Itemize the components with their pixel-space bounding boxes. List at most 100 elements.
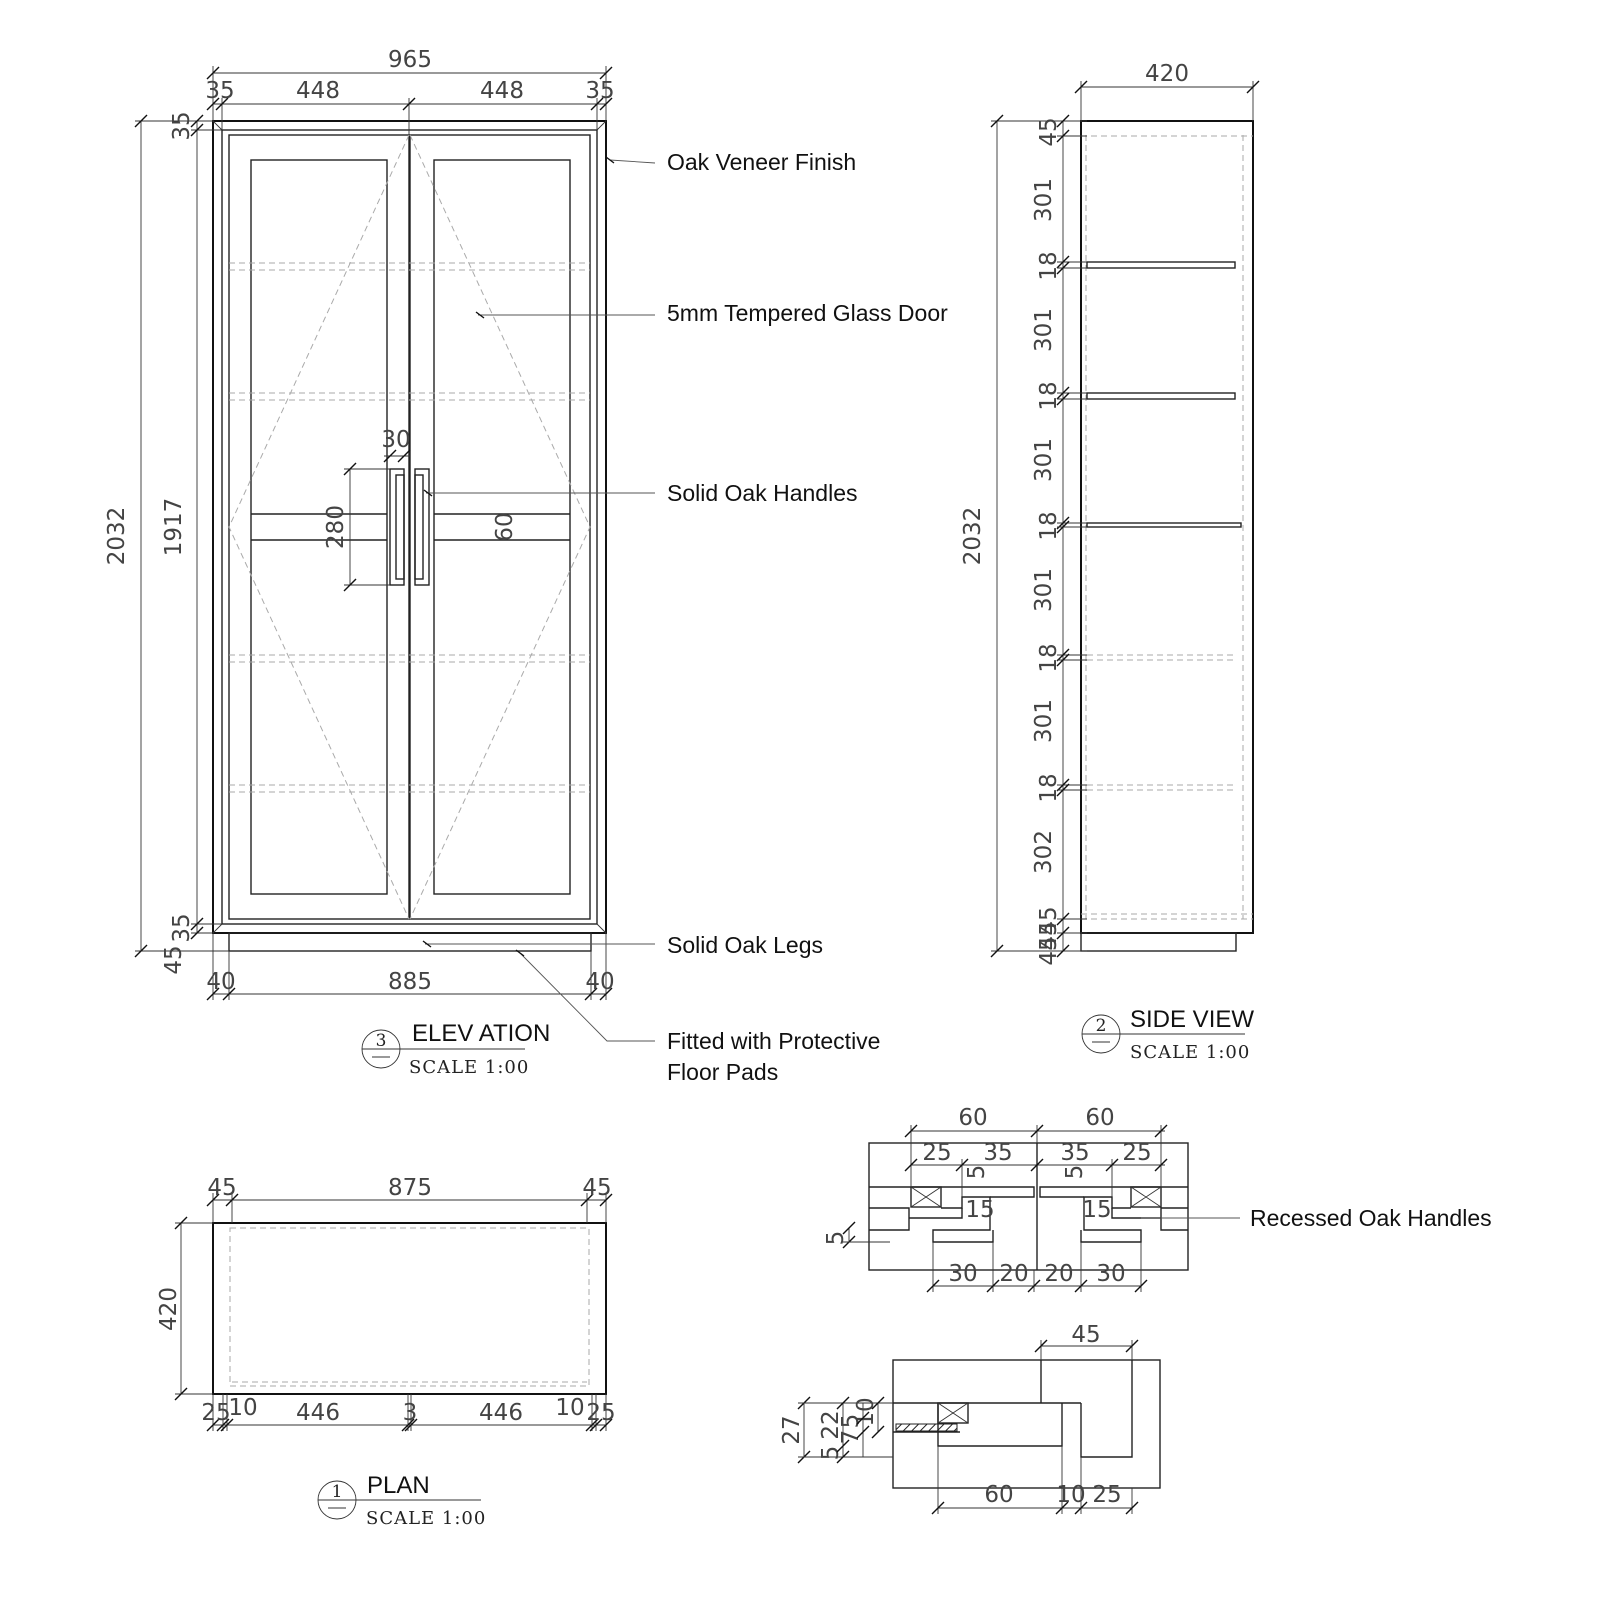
side-shelf-2 bbox=[1086, 392, 1236, 400]
hd-dim-side5: 5 bbox=[823, 1231, 849, 1246]
elevation-scale: SCALE 1:00 bbox=[409, 1057, 529, 1078]
side-legs bbox=[1080, 932, 1237, 952]
side-dim-shelf-3: 18 bbox=[1036, 511, 1062, 540]
elevation-notes: Oak Veneer Finish 5mm Tempered Glass Doo… bbox=[422, 149, 948, 1085]
plan-dim-b7: 25 bbox=[586, 1400, 615, 1426]
side-dim-tick bbox=[1056, 114, 1070, 128]
side-dim-tick bbox=[1056, 648, 1070, 662]
side-dim-shelf-4: 18 bbox=[1036, 643, 1062, 672]
side-dim-bay-3: 301 bbox=[1031, 438, 1057, 482]
plan-dim-depth: 420 bbox=[156, 1287, 182, 1331]
side-dim-bay-2: 301 bbox=[1031, 308, 1057, 352]
note-recessed-handles: Recessed Oak Handles bbox=[1250, 1205, 1492, 1231]
side-dim-tick bbox=[1056, 129, 1070, 143]
hd-dim-b20r: 20 bbox=[1044, 1261, 1073, 1287]
side-dim-bay-1: 301 bbox=[1031, 178, 1057, 222]
dim-bottom-rail: 35 bbox=[169, 913, 195, 942]
note-oak-veneer: Oak Veneer Finish bbox=[667, 149, 856, 175]
ld-dim-v5b: 5 bbox=[838, 1414, 864, 1429]
dim-left-stile: 35 bbox=[205, 78, 234, 104]
elevation-view: 965 35 448 448 35 2032 1917 35 35 45 30 bbox=[104, 47, 615, 1078]
side-dim-bay-4: 301 bbox=[1031, 568, 1057, 612]
left-handle bbox=[389, 468, 405, 586]
hd-dim-l15: 15 bbox=[965, 1197, 994, 1223]
ld-dim-v7: 7 bbox=[838, 1430, 864, 1445]
side-dim-tick bbox=[1056, 912, 1070, 926]
ld-dim-b60: 60 bbox=[984, 1482, 1013, 1508]
elevation-title: ELEV ATION bbox=[412, 1020, 550, 1047]
ld-dim-v5: 5 bbox=[818, 1446, 844, 1461]
ld-dim-v22: 22 bbox=[818, 1410, 844, 1439]
glass-hatch bbox=[895, 1423, 958, 1432]
plan-dim-b6: 10 bbox=[555, 1395, 584, 1421]
side-dim-bottom-c: 45 bbox=[1036, 936, 1062, 965]
dim-leg-span: 885 bbox=[388, 969, 432, 995]
side-dim-bay-6: 302 bbox=[1031, 830, 1057, 874]
side-dim-tick bbox=[1056, 261, 1070, 275]
side-dim-top: 45 bbox=[1036, 117, 1062, 146]
dim-handle-width: 30 bbox=[381, 427, 410, 453]
plan-dim-left: 45 bbox=[207, 1175, 236, 1201]
side-dim-bottom-a: 45 bbox=[1036, 906, 1062, 935]
plan-dim-right: 45 bbox=[582, 1175, 611, 1201]
plan-dim-span: 875 bbox=[388, 1175, 432, 1201]
side-dim-bay-5: 301 bbox=[1031, 699, 1057, 743]
side-shelf-1 bbox=[1086, 261, 1236, 269]
dim-handle-height: 280 bbox=[323, 505, 349, 549]
ld-dim-b10: 10 bbox=[1056, 1482, 1085, 1508]
side-dim-tick bbox=[1056, 386, 1070, 400]
side-view: 420 2032 45 301 18 301 18 301 18 301 18 … bbox=[960, 61, 1260, 1063]
leg-detail: 45 27 22 5 7 5 10 60 10 25 bbox=[779, 1322, 1161, 1515]
hd-dim-l35: 35 bbox=[983, 1140, 1012, 1166]
plan-title: PLAN bbox=[367, 1472, 430, 1499]
hd-dim-b20l: 20 bbox=[999, 1261, 1028, 1287]
elevation-legs bbox=[228, 932, 592, 952]
ld-dim-v10: 10 bbox=[853, 1397, 879, 1426]
side-dim-tick bbox=[1056, 255, 1070, 269]
side-scale: SCALE 1:00 bbox=[1130, 1042, 1250, 1063]
side-dim-shelf-1: 18 bbox=[1036, 251, 1062, 280]
side-dim-tick bbox=[1056, 778, 1070, 792]
dim-top-rail: 35 bbox=[169, 111, 195, 140]
hd-dim-b30l: 30 bbox=[948, 1261, 977, 1287]
side-dim-tick bbox=[1056, 944, 1070, 958]
dim-overall-height: 2032 bbox=[104, 507, 130, 566]
dim-handle-gap: 60 bbox=[492, 512, 518, 541]
plan-dim-b3: 446 bbox=[296, 1400, 340, 1426]
plan-number: 1 bbox=[332, 1482, 343, 1502]
side-dim-tick bbox=[1056, 926, 1070, 940]
note-handles: Solid Oak Handles bbox=[667, 480, 858, 506]
ld-dim-top45: 45 bbox=[1071, 1322, 1100, 1348]
hd-dim-l25: 25 bbox=[922, 1140, 951, 1166]
plan-dim-b5: 446 bbox=[479, 1400, 523, 1426]
elevation-number: 3 bbox=[376, 1031, 387, 1051]
note-pads-line1: Fitted with Protective bbox=[667, 1028, 880, 1054]
hd-dim-top-right: 60 bbox=[1085, 1105, 1114, 1131]
hd-dim-r5: 5 bbox=[1062, 1165, 1088, 1180]
dim-leg-right: 40 bbox=[585, 969, 614, 995]
hd-dim-r25: 25 bbox=[1122, 1140, 1151, 1166]
side-dim-tick bbox=[1056, 783, 1070, 797]
plan-dim-b1: 25 bbox=[201, 1400, 230, 1426]
dim-left-door: 448 bbox=[296, 78, 340, 104]
plan-dim-b2: 10 bbox=[228, 1395, 257, 1421]
dim-right-stile: 35 bbox=[585, 78, 614, 104]
left-door bbox=[228, 134, 410, 920]
note-legs: Solid Oak Legs bbox=[667, 932, 823, 958]
side-dim-tick bbox=[1056, 392, 1070, 406]
dim-body-height: 1917 bbox=[161, 498, 187, 557]
handle-detail: 60 60 25 35 35 25 5 5 15 15 5 bbox=[823, 1105, 1492, 1293]
side-shelf-3 bbox=[1086, 522, 1242, 528]
side-dim-shelf-2: 18 bbox=[1036, 381, 1062, 410]
ld-dim-b25: 25 bbox=[1092, 1482, 1121, 1508]
side-dim-tick bbox=[1056, 520, 1070, 534]
hd-dim-b30r: 30 bbox=[1096, 1261, 1125, 1287]
dim-right-door: 448 bbox=[480, 78, 524, 104]
note-glass-door: 5mm Tempered Glass Door bbox=[667, 300, 948, 326]
hd-dim-r35: 35 bbox=[1060, 1140, 1089, 1166]
dim-leg-left: 40 bbox=[206, 969, 235, 995]
hd-dim-top-left: 60 bbox=[958, 1105, 987, 1131]
side-dim-depth: 420 bbox=[1145, 61, 1189, 87]
side-dim-shelf-5: 18 bbox=[1036, 773, 1062, 802]
